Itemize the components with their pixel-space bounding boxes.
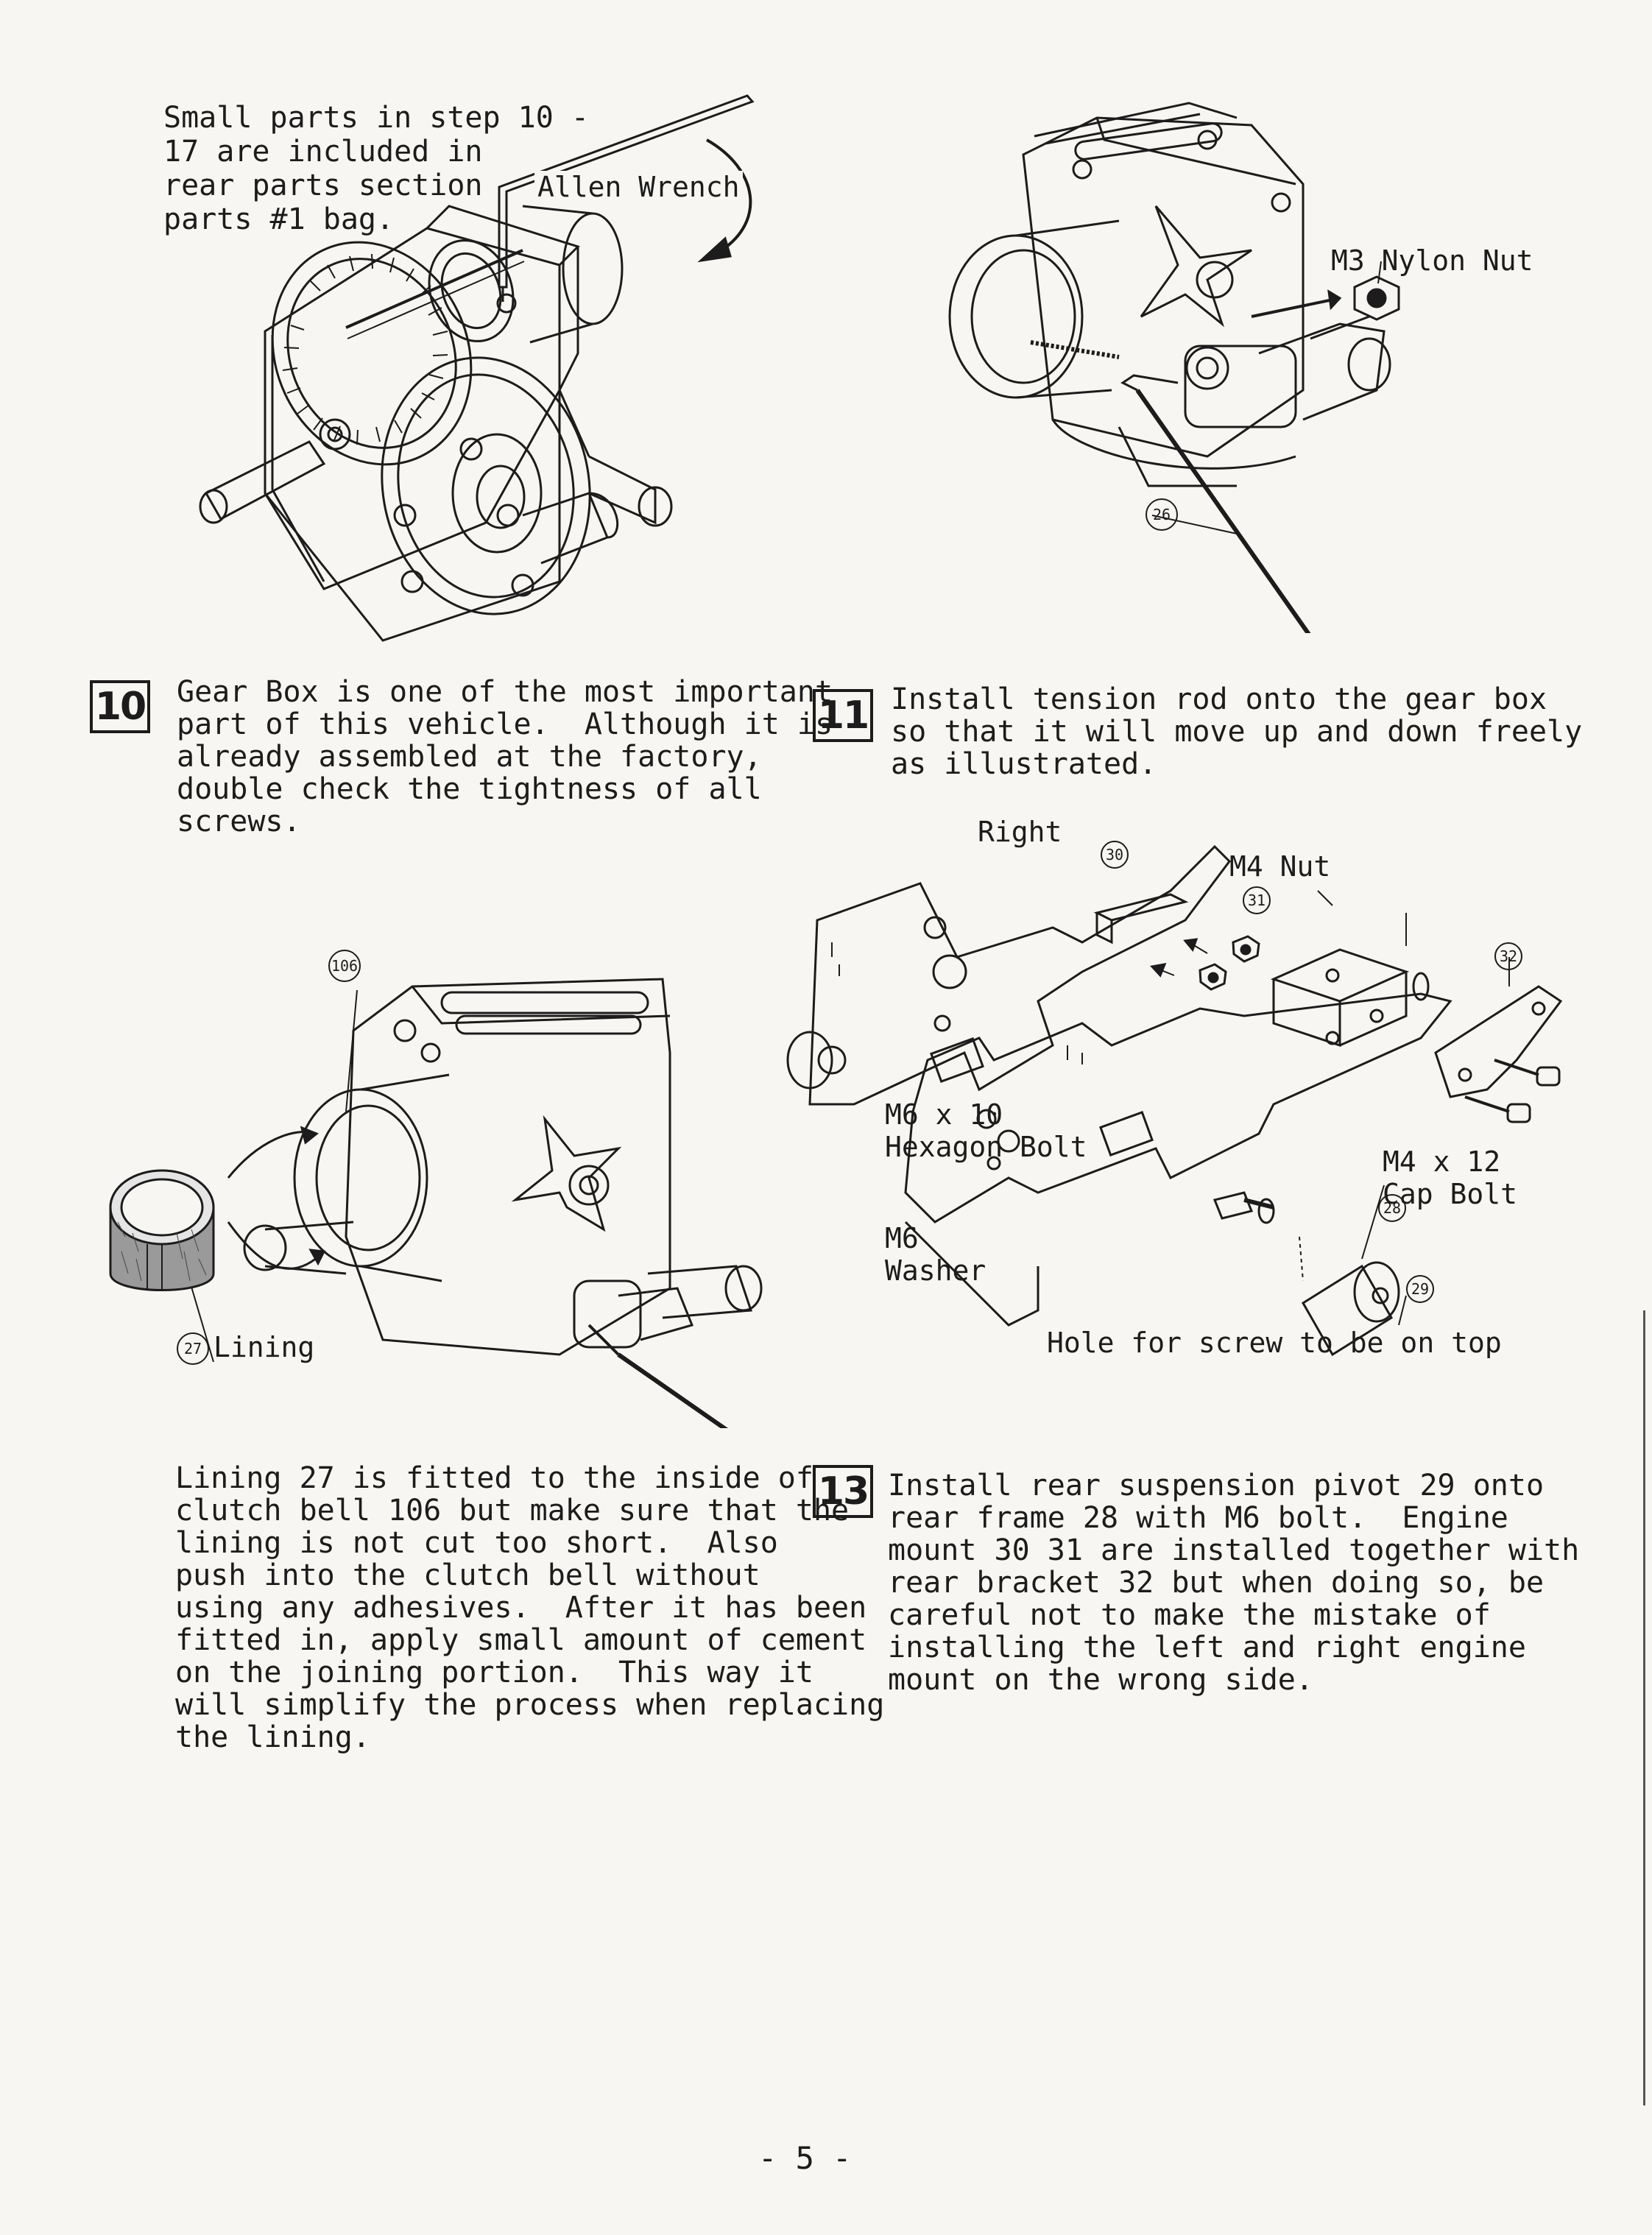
m6x10-label-line2: Hexagon Bolt: [885, 1131, 1087, 1163]
clutch-lining-illustration: 106 27 Lining: [103, 942, 795, 1428]
callout-32: 32: [1494, 942, 1522, 970]
callout-27: 27: [177, 1332, 209, 1365]
step-13-line: careful not to make the mistake of: [888, 1598, 1491, 1632]
rear-frame-illustration: Right M4 Nut 30 31 32 28 29 M6 x 10 Hexa…: [758, 810, 1612, 1384]
intro-line: parts #1 bag.: [163, 202, 395, 236]
step-12-line: the lining.: [175, 1720, 370, 1754]
gearbox-illustration: Allen Wrench: [177, 81, 810, 655]
m6x10-label-line1: M6 x 10: [885, 1098, 1003, 1131]
m4-nut-label: M4 Nut: [1229, 850, 1331, 883]
step-13-line: installing the left and right engine: [888, 1631, 1526, 1664]
step-12-line: clutch bell 106 but make sure that the: [175, 1494, 850, 1528]
step-11-line: as illustrated.: [891, 747, 1157, 781]
callout-28: 28: [1378, 1194, 1406, 1222]
lining-label: Lining: [213, 1331, 315, 1363]
step-13-line: mount on the wrong side.: [888, 1663, 1313, 1697]
allen-wrench-label: Allen Wrench: [534, 171, 743, 203]
step-10-line: Gear Box is one of the most important: [177, 675, 833, 709]
step-13-badge: 13: [813, 1465, 873, 1518]
step-10-line: already assembled at the factory,: [177, 740, 762, 774]
step-12-line: Lining 27 is fitted to the inside of: [175, 1461, 813, 1495]
step-10-line: double check the tightness of all: [177, 772, 762, 806]
m3-nylon-nut-label: M3 Nylon Nut: [1331, 244, 1533, 277]
step-13-line: Install rear suspension pivot 29 onto: [888, 1469, 1545, 1503]
step-10-line: part of this vehicle. Although it is: [177, 707, 833, 741]
callout-26: 26: [1146, 498, 1178, 531]
callout-106: 106: [328, 950, 361, 982]
step-12-line: on the joining portion. This way it: [175, 1656, 813, 1690]
m6-washer-label-line2: Washer: [885, 1254, 986, 1287]
step-12-line: lining is not cut too short. Also: [175, 1526, 778, 1560]
step-12-line: using any adhesives. After it has been: [175, 1591, 867, 1625]
page-edge-line: [1643, 1310, 1645, 2105]
callout-29: 29: [1406, 1275, 1434, 1303]
m4x12-label-line1: M4 x 12: [1383, 1145, 1501, 1178]
step-11-badge: 11: [813, 689, 873, 742]
step-13-line: rear bracket 32 but when doing so, be: [888, 1566, 1545, 1600]
tension-rod-illustration: M3 Nylon Nut 26: [928, 74, 1590, 633]
step-12-line: push into the clutch bell without: [175, 1558, 760, 1592]
right-label: Right: [978, 816, 1062, 848]
hole-note-label: Hole for screw to be on top: [1047, 1327, 1502, 1359]
step-12-line: will simplify the process when replacing: [175, 1688, 885, 1722]
intro-line: rear parts section: [163, 169, 483, 202]
step-13-line: rear frame 28 with M6 bolt. Engine: [888, 1501, 1508, 1535]
step-10-badge: 10: [90, 680, 150, 733]
m6-washer-label-line1: M6: [885, 1222, 919, 1254]
step-11-line: Install tension rod onto the gear box: [891, 682, 1547, 716]
intro-line: 17 are included in: [163, 135, 483, 169]
callout-31: 31: [1243, 886, 1271, 914]
step-13-line: mount 30 31 are installed together with: [888, 1533, 1580, 1567]
m4x12-label-line2: Cap Bolt: [1383, 1178, 1518, 1210]
step-10-line: screws.: [177, 805, 301, 838]
step-11-line: so that it will move up and down freely: [891, 715, 1583, 749]
step-12-line: fitted in, apply small amount of cement: [175, 1623, 867, 1657]
page-number: - 5 -: [758, 2140, 852, 2176]
intro-line: Small parts in step 10 -: [163, 101, 589, 135]
callout-30: 30: [1101, 841, 1129, 869]
